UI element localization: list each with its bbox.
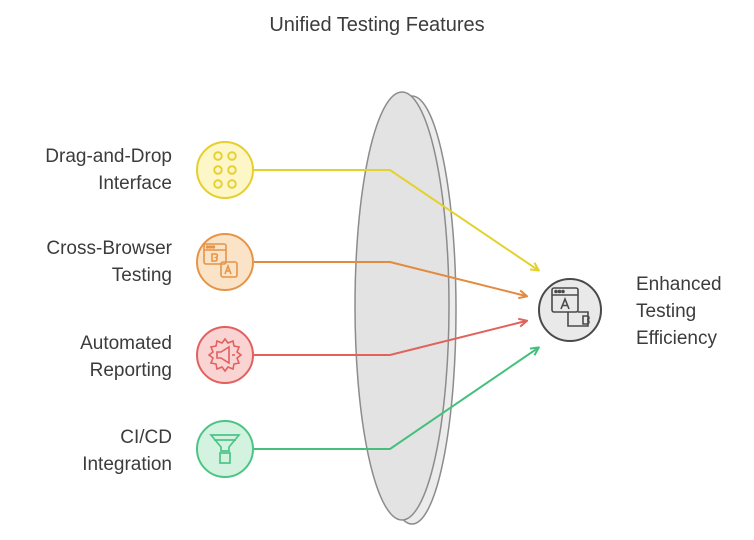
- input-node-1: [196, 233, 254, 291]
- gear-megaphone-icon: [207, 337, 243, 373]
- input-label-2: Automated Reporting: [80, 333, 172, 381]
- funnel-icon: [209, 434, 241, 464]
- connector-arrow-2: [254, 321, 526, 356]
- output-label: Enhanced Testing Efficiency: [636, 274, 722, 349]
- connector-arrow-0: [254, 169, 538, 270]
- input-label-1: Cross-Browser Testing: [46, 238, 172, 286]
- lens-shape: [354, 91, 457, 525]
- input-node-2: [196, 326, 254, 384]
- input-label-3: CI/CD Integration: [82, 427, 172, 475]
- diagram-title: Unified Testing Features: [269, 14, 485, 36]
- connector-arrow-3: [254, 348, 538, 450]
- input-node-0: [196, 141, 254, 199]
- connector-arrow-1: [254, 261, 526, 296]
- grid-dots-icon: [213, 151, 237, 189]
- output-node: [538, 278, 602, 342]
- input-node-3: [196, 420, 254, 478]
- browser-ab-icon: [203, 243, 238, 278]
- input-label-0: Drag-and-Drop Interface: [45, 146, 172, 194]
- browser-ab-icon: [551, 287, 590, 327]
